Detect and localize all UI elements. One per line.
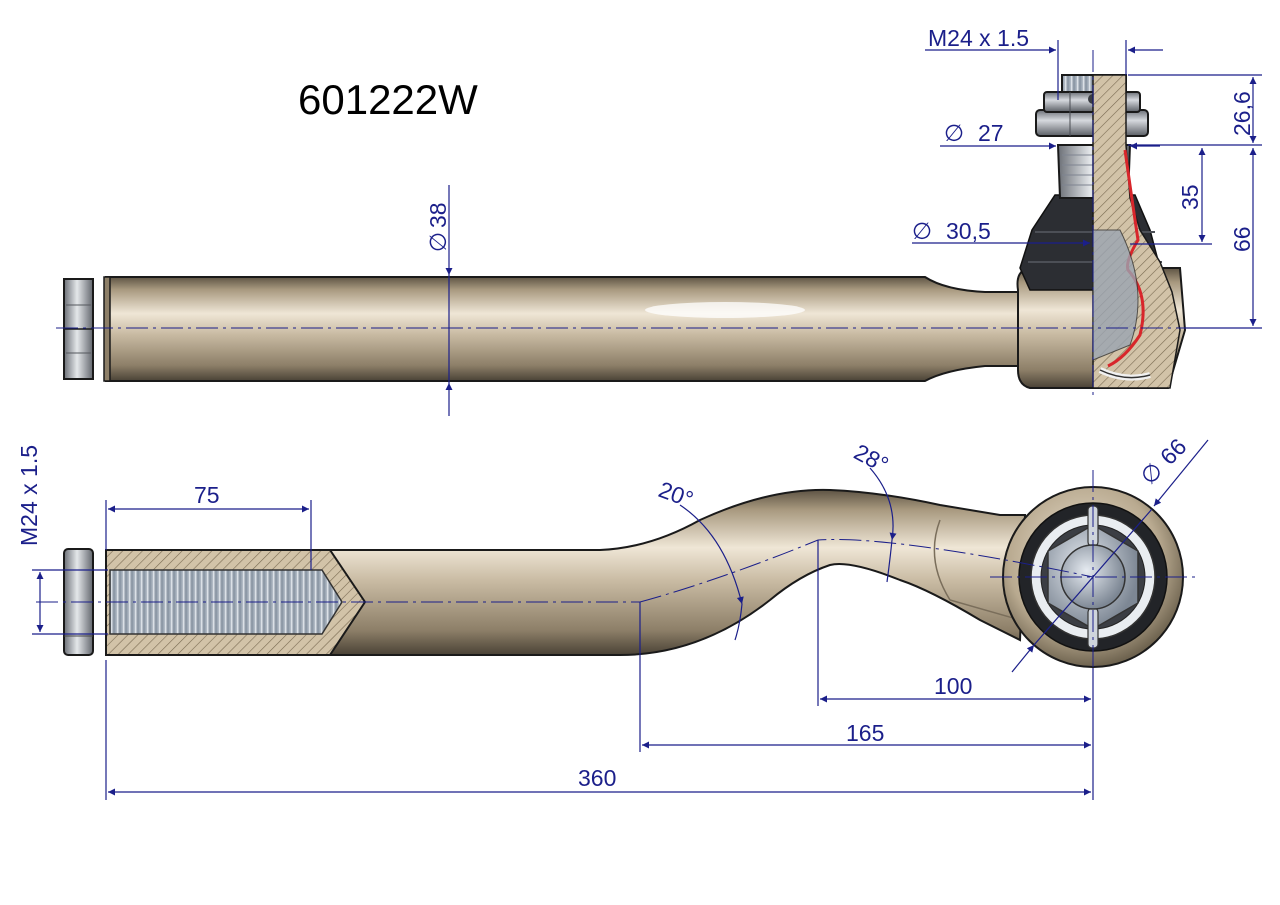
dim-360: 360	[108, 765, 1091, 796]
tie-rod-body	[103, 276, 1033, 382]
top-view: ∅ 38 M24 x 1.5 26,6 ∅ 27	[56, 25, 1262, 416]
height-26-6-label: 26,6	[1229, 91, 1255, 136]
dim-26-6: 26,6	[1128, 74, 1262, 146]
dim-165: 165	[642, 720, 1091, 749]
length-100-label: 100	[934, 673, 972, 699]
bend-axis	[639, 538, 1094, 603]
thread-length-label: 75	[194, 482, 220, 508]
thread-side-label: M24 x 1.5	[16, 445, 42, 546]
dia-66-label: 66	[1155, 433, 1191, 469]
dim-thread-side: M24 x 1.5	[16, 445, 108, 635]
diameter-symbol: ∅	[912, 218, 932, 244]
diameter-symbol: ∅	[425, 232, 451, 252]
angle-28-label: 28°	[850, 439, 893, 478]
dim-66-vertical: 66	[1184, 148, 1262, 329]
side-view: M24 x 1.5 75 20° 28° ∅ 66	[16, 433, 1209, 800]
dia-30-5-label: 30,5	[946, 218, 991, 244]
dim-dia-27: ∅ 27	[940, 120, 1160, 150]
dim-100: 100	[820, 673, 1091, 703]
angle-20-label: 20°	[655, 476, 697, 512]
castle-nut	[1035, 91, 1149, 137]
length-165-label: 165	[846, 720, 884, 746]
dim-dia-38: ∅ 38	[425, 185, 453, 416]
height-35-label: 35	[1177, 184, 1203, 210]
dia-27-label: 27	[978, 120, 1004, 146]
dia-38-label: 38	[425, 202, 451, 228]
length-360-label: 360	[578, 765, 616, 791]
diameter-symbol: ∅	[944, 120, 964, 146]
left-jam-nut	[63, 278, 94, 380]
diameter-symbol: ∅	[1135, 457, 1168, 490]
thread-top-label: M24 x 1.5	[928, 25, 1029, 51]
dim-thread-top: M24 x 1.5	[925, 25, 1163, 100]
dim-dia-30-5: ∅ 30,5	[912, 218, 1090, 247]
height-66-label: 66	[1229, 226, 1255, 252]
dim-35: 35	[1130, 148, 1212, 245]
dim-75: 75	[105, 482, 312, 570]
part-number: 601222W	[298, 76, 478, 123]
